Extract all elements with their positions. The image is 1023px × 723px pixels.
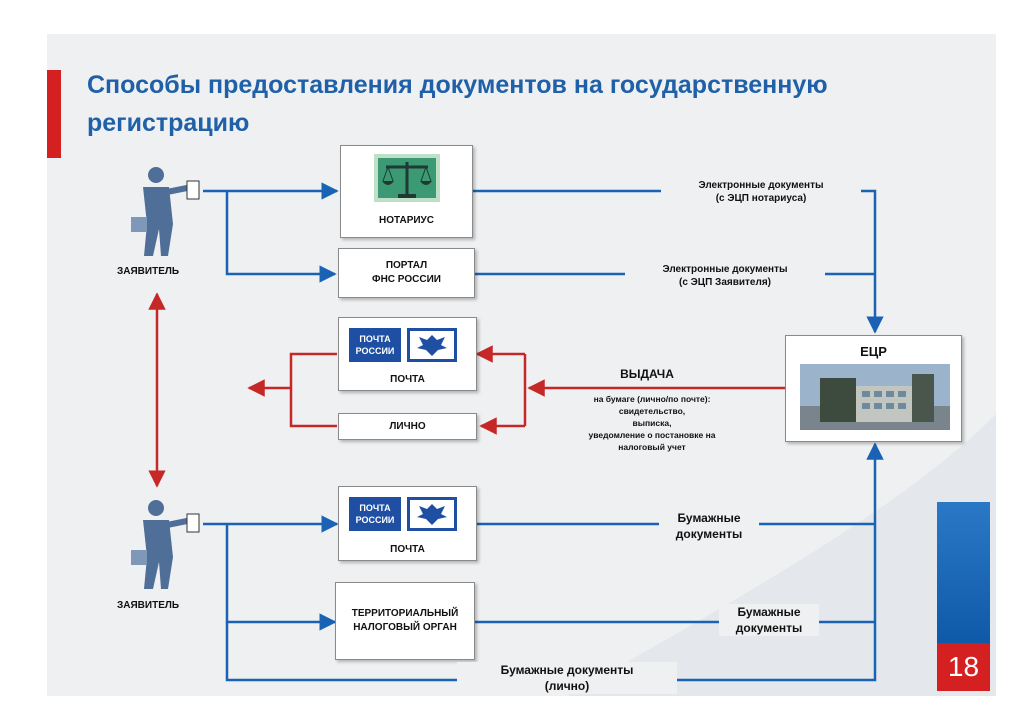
post-bottom-label: ПОЧТА [390, 544, 425, 555]
tax-label-line1: ТЕРРИТОРИАЛЬНЫЙ [351, 608, 459, 619]
edge-label-paper-personal-line2: (лично) [544, 679, 590, 693]
notary-box: НОТАРИУС [340, 145, 473, 238]
ecr-box: ЕЦР [785, 335, 962, 442]
edge-label-paper-personal-line1: Бумажные документы [500, 663, 634, 677]
decorative-blue-strip [937, 502, 990, 643]
edge-label-notary: Электронные документы (с ЭЦП нотариуса) [661, 179, 861, 205]
portal-label-line2: ФНС РОССИИ [372, 274, 441, 285]
page-number: 18 [937, 643, 990, 691]
arrow-applicant-to-portal [225, 191, 337, 283]
issue-line3: выписка, [632, 418, 672, 428]
title-accent-bar [47, 70, 61, 158]
building-icon [800, 364, 950, 430]
applicant-top-figure [131, 167, 200, 256]
eagle-emblem-icon [407, 497, 457, 531]
edge-label-portal-line2: (с ЭЦП Заявителя) [679, 277, 771, 288]
edge-label-paper-tax: Бумажные документы [719, 604, 819, 636]
edge-label-notary-line1: Электронные документы [698, 180, 824, 191]
pochta-logo-bottom-line1: ПОЧТА [359, 503, 391, 513]
personal-label: ЛИЧНО [389, 421, 426, 432]
issue-line1: на бумаге (лично/по почте): [593, 394, 711, 404]
portal-label-line1: ПОРТАЛ [385, 260, 428, 271]
post-top-box: ПОЧТА РОССИИ ПОЧТА [338, 317, 477, 391]
edge-label-paper-personal: Бумажные документы (лично) [457, 662, 677, 694]
edge-label-paper-post-line1: Бумажные [677, 511, 741, 525]
pochta-logo-bottom: ПОЧТА РОССИИ [349, 497, 457, 531]
pochta-logo-top: ПОЧТА РОССИИ [349, 328, 457, 362]
diagram-connectors [131, 167, 996, 696]
issue-line4: уведомление о постановке на [588, 430, 716, 440]
edge-label-portal: Электронные документы (с ЭЦП Заявителя) [625, 263, 825, 289]
notary-label: НОТАРИУС [379, 215, 434, 226]
applicant-bottom-label: ЗАЯВИТЕЛЬ [117, 600, 180, 611]
issue-line2: свидетельство, [618, 406, 686, 416]
background-sweep [567, 414, 996, 696]
edge-label-portal-line1: Электронные документы [662, 264, 788, 275]
scales-icon [374, 154, 440, 202]
pochta-logo-top-line2: РОССИИ [355, 346, 395, 356]
page-title: Способы предоставления документов на гос… [87, 71, 828, 137]
pochta-logo-bottom-line2: РОССИИ [355, 515, 395, 525]
tax-office-box: ТЕРРИТОРИАЛЬНЫЙ НАЛОГОВЫЙ ОРГАН [335, 582, 475, 660]
issue-merge-line [289, 352, 337, 428]
portal-box: ПОРТАЛ ФНС РОССИИ [338, 248, 475, 298]
pochta-logo-top-line1: ПОЧТА [359, 334, 391, 344]
edge-label-paper-post: Бумажные документы [659, 510, 759, 542]
edge-label-paper-post-line2: документы [675, 527, 743, 541]
eagle-emblem-icon [407, 328, 457, 362]
personal-box: ЛИЧНО [338, 413, 477, 440]
arrow-applicant-to-tax [225, 524, 337, 631]
issue-line5: налоговый учет [618, 442, 686, 452]
post-bottom-box: ПОЧТА РОССИИ ПОЧТА [338, 486, 477, 561]
issue-title: ВЫДАЧА [620, 367, 674, 381]
tax-label-line2: НАЛОГОВЫЙ ОРГАН [353, 622, 457, 633]
ecr-label: ЕЦР [860, 344, 887, 359]
applicant-top-label: ЗАЯВИТЕЛЬ [117, 266, 180, 277]
edge-label-notary-line2: (с ЭЦП нотариуса) [715, 193, 807, 204]
issue-description: на бумаге (лично/по почте): свидетельств… [567, 393, 737, 453]
slide: Способы предоставления документов на гос… [47, 34, 996, 696]
applicant-bottom-figure [131, 500, 200, 589]
edge-label-paper-tax-line2: документы [735, 621, 803, 635]
edge-label-paper-tax-line1: Бумажные [737, 605, 801, 619]
arrow-notary-to-ecr [473, 189, 884, 334]
post-top-label: ПОЧТА [390, 374, 425, 385]
